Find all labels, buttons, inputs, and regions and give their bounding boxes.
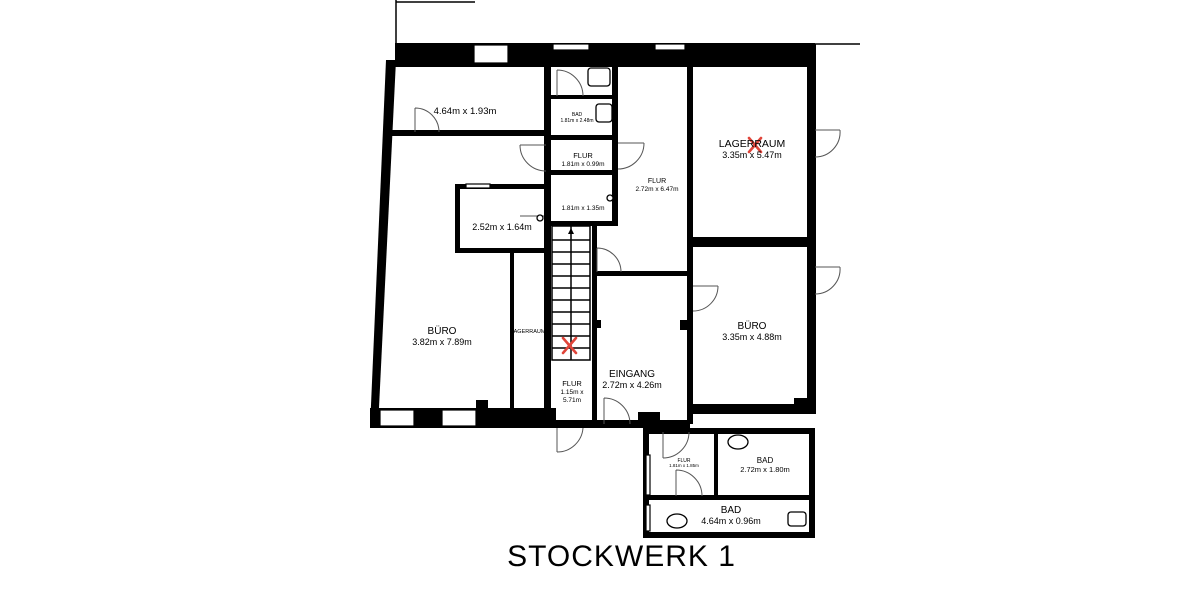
room-size: 4.64m x 0.96m	[701, 516, 761, 526]
room-name: LAGERRAUM	[719, 138, 786, 150]
stairs	[551, 225, 591, 361]
room-name: BÜRO	[738, 320, 767, 332]
room-name: EINGANG	[609, 369, 655, 380]
room-name: BÜRO	[428, 325, 457, 337]
room-size: 4.64m x 1.93m	[434, 106, 497, 117]
sink-icon	[595, 103, 613, 123]
toilet-icon	[666, 513, 688, 529]
floor-title: STOCKWERK 1	[507, 540, 736, 573]
room-name: LAGERRAUM	[511, 329, 546, 335]
tap-icon	[536, 214, 544, 222]
room-size: 1.81m x 0.99m	[562, 161, 605, 168]
toilet-icon	[587, 67, 611, 87]
room-size: 2.72m x 1.80m	[740, 465, 790, 474]
red-x-markers	[561, 136, 763, 355]
room-size: 1.15m x	[560, 389, 584, 396]
doors	[414, 69, 841, 497]
room-name: FLUR	[677, 458, 690, 464]
room-name: FLUR	[562, 379, 582, 388]
exterior-lines	[395, 0, 860, 45]
toilet-icon	[727, 434, 749, 450]
sanitary-fixtures	[536, 67, 807, 529]
room-name: BAD	[721, 505, 742, 516]
room-name: FLUR	[573, 151, 593, 160]
room-size: 3.82m x 7.89m	[412, 337, 472, 347]
room-size: 1.81m x 2.48m	[560, 118, 593, 124]
room-size: 1.81m x 1.85m	[669, 463, 699, 468]
room-name: BAD	[757, 456, 774, 465]
room-size: 3.35m x 4.88m	[722, 332, 782, 342]
interior-walls	[386, 44, 812, 500]
tap-icon	[606, 194, 614, 202]
room-labels: 4.64m x 1.93m BAD 1.81m x 2.48m FLUR 1.8…	[412, 106, 790, 526]
room-size: 2.52m x 1.64m	[472, 222, 532, 232]
sink-icon	[787, 511, 807, 527]
room-name: BAD	[572, 112, 583, 118]
exterior-walls	[370, 43, 816, 538]
room-size: 1.81m x 1.35m	[562, 205, 605, 212]
room-size: 3.35m x 5.47m	[722, 150, 782, 160]
room-size-line2: 5.71m	[563, 397, 581, 404]
room-name: FLUR	[648, 178, 666, 185]
room-size: 2.72m x 6.47m	[636, 186, 679, 193]
room-size: 2.72m x 4.26m	[602, 380, 662, 390]
windows	[379, 43, 686, 532]
